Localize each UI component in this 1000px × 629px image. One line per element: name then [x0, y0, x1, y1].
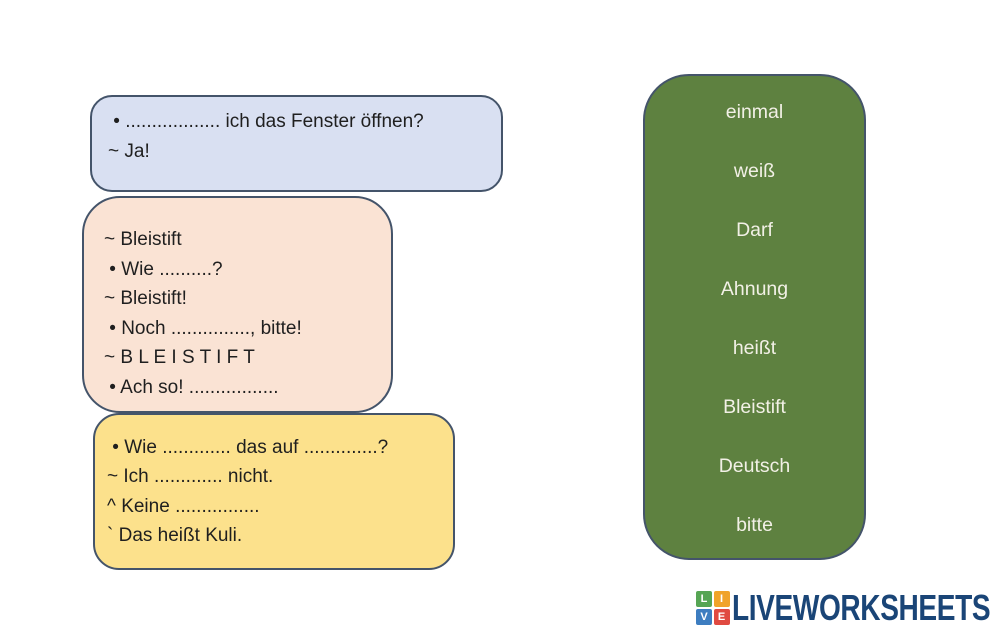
dialogue-line-with-blank[interactable]: ^ Keine ................: [107, 495, 260, 517]
dialogue-line-with-blank[interactable]: • Wie ..........?: [104, 258, 223, 280]
word-bank-word[interactable]: einmal: [725, 101, 784, 123]
logo-tile-e: E: [713, 608, 730, 625]
word-bank-word[interactable]: Deutsch: [718, 455, 791, 477]
dialogue-line-with-blank[interactable]: ~ Ich ............. nicht.: [107, 466, 274, 488]
dialogue-box-peach: ~ Bleistift • Wie ..........? ~ Bleistif…: [82, 196, 393, 413]
dialogue-line: ~ Bleistift!: [104, 288, 187, 309]
dialogue-line: ~ Ja!: [108, 141, 150, 162]
dialogue-line: ~ B L E I S T I F T: [104, 347, 255, 368]
word-bank-word[interactable]: Darf: [736, 219, 773, 241]
dialogue-box-yellow: • Wie ............. das auf ............…: [93, 413, 455, 570]
word-bank-word[interactable]: Ahnung: [720, 278, 789, 300]
liveworksheets-logo-text: LIVEWORKSHEETS: [731, 587, 991, 628]
logo-tile-v: V: [696, 608, 712, 625]
dialogue-line: ` Das heißt Kuli.: [107, 525, 243, 547]
word-bank-word[interactable]: bitte: [736, 514, 773, 536]
liveworksheets-logo-icon: L I V E: [696, 591, 730, 625]
dialogue-line-with-blank[interactable]: • Wie ............. das auf ............…: [107, 437, 389, 458]
dialogue-line-with-blank[interactable]: • Ach so! .................: [104, 376, 279, 398]
logo-tile-l: L: [696, 591, 712, 608]
word-bank-word[interactable]: heißt: [732, 337, 777, 359]
word-bank: einmal weiß Darf Ahnung heißt Bleistift …: [643, 74, 866, 560]
word-bank-word[interactable]: Bleistift: [723, 396, 786, 418]
liveworksheets-logo: L I V E LIVEWORKSHEETS: [696, 587, 1000, 629]
word-bank-word[interactable]: weiß: [733, 160, 776, 182]
dialogue-line-with-blank[interactable]: • .................. ich das Fenster öff…: [108, 111, 424, 132]
dialogue-line: ~ Bleistift: [104, 229, 182, 250]
dialogue-line-with-blank[interactable]: • Noch ..............., bitte!: [104, 317, 302, 339]
logo-tile-i: I: [713, 591, 730, 608]
dialogue-box-blue: • .................. ich das Fenster öff…: [90, 95, 503, 192]
